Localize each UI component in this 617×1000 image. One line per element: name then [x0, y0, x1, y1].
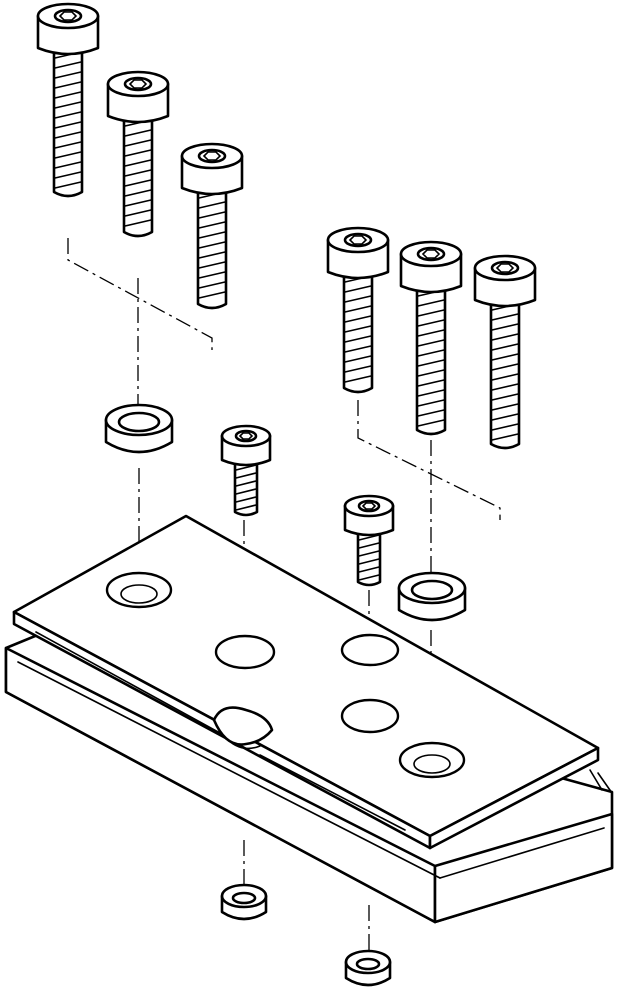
centering-sleeve-1 [104, 403, 174, 454]
centering-sleeve-2 [397, 571, 467, 622]
adapter-plate [4, 514, 614, 924]
nut-1 [220, 883, 268, 921]
short-screw-1 [220, 424, 272, 517]
long-screw-2 [106, 70, 170, 238]
screw-group-left [36, 2, 244, 310]
long-screw-3 [180, 142, 244, 310]
long-screw-4 [326, 226, 390, 394]
long-screw-5 [399, 240, 463, 436]
screw-group-right [326, 226, 537, 450]
short-screw-2 [343, 494, 395, 587]
nut-2 [344, 949, 392, 987]
long-screw-6 [473, 254, 537, 450]
plate-holes [105, 571, 466, 779]
long-screw-1 [36, 2, 100, 198]
